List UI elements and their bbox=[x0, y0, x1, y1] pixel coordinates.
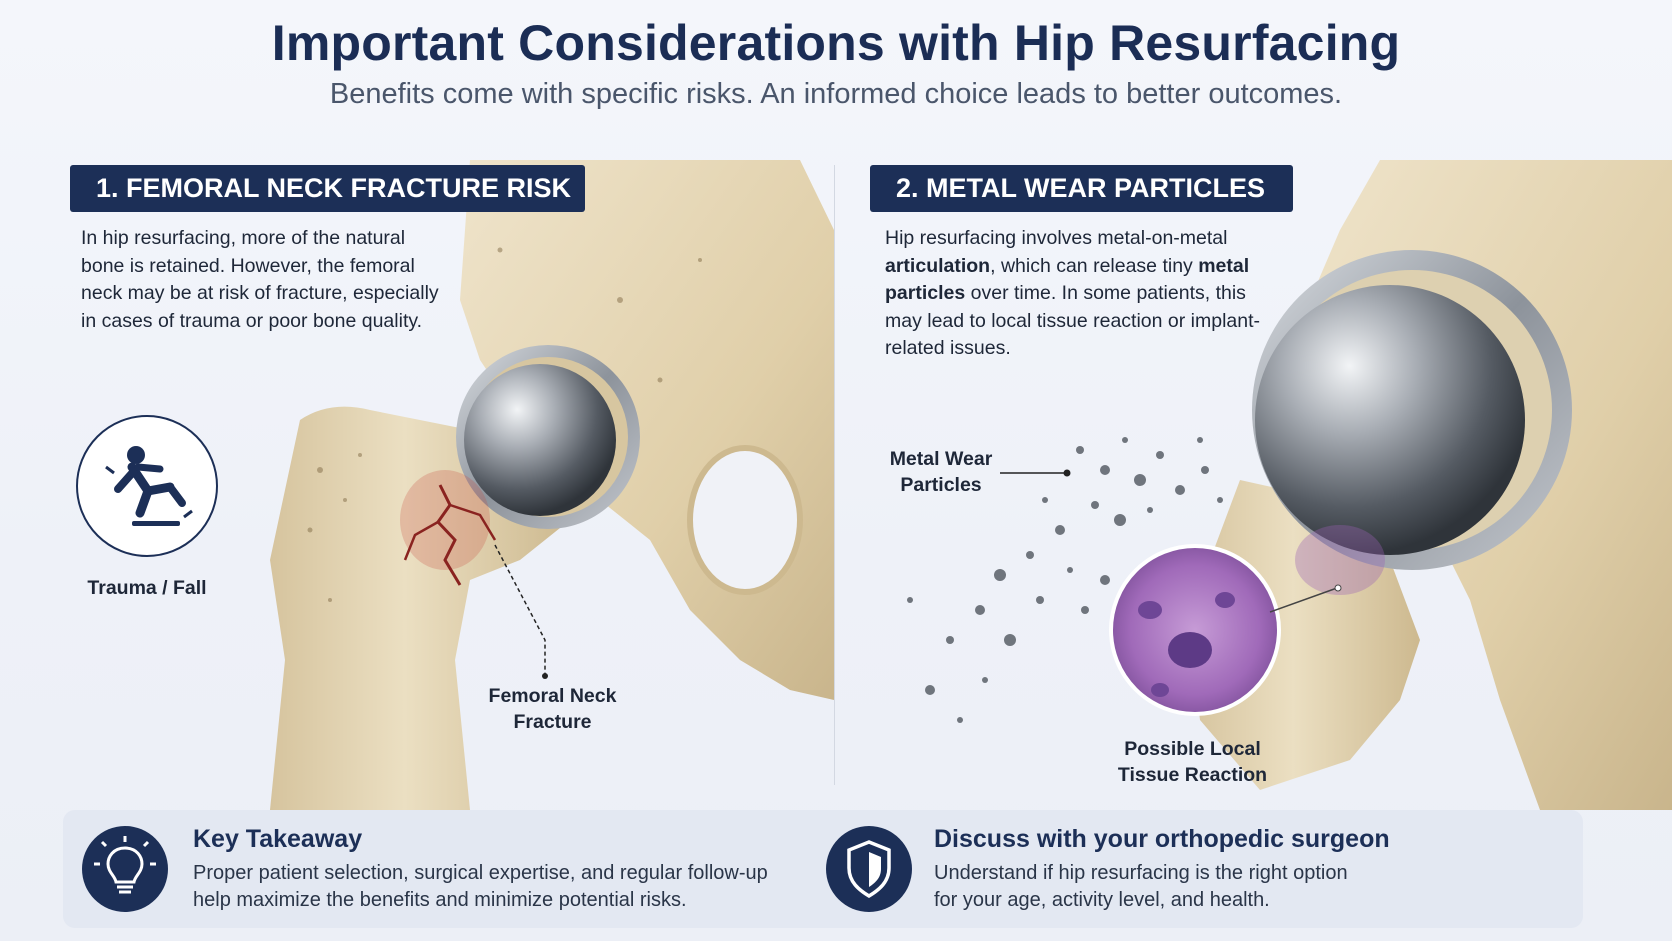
section1-description: In hip resurfacing, more of the natural … bbox=[81, 227, 439, 332]
femoral-neck-fracture-label: Femoral Neck Fracture bbox=[488, 685, 617, 733]
section1-heading: 1. FEMORAL NECK FRACTURE RISK bbox=[70, 165, 585, 212]
section2-heading: 2. METAL WEAR PARTICLES bbox=[870, 165, 1293, 212]
lightbulb-icon bbox=[82, 826, 168, 912]
shield-icon bbox=[826, 826, 912, 912]
tissue-reaction-label: Possible Local Tissue Reaction bbox=[1117, 738, 1268, 786]
surgeon-discussion-title: Discuss with your orthopedic surgeon bbox=[934, 825, 1390, 853]
page-subtitle: Benefits come with specific risks. An in… bbox=[329, 78, 1343, 110]
trauma-fall-label: Trauma / Fall bbox=[87, 577, 207, 599]
falling-person-icon bbox=[76, 415, 218, 557]
key-takeaway-title: Key Takeaway bbox=[193, 825, 363, 853]
key-takeaway-panel bbox=[63, 810, 1583, 928]
key-takeaway-text: Proper patient selection, surgical exper… bbox=[193, 862, 768, 911]
section2-description: Hip resurfacing involves metal-on-metal … bbox=[885, 227, 1261, 359]
page-title: Important Considerations with Hip Resurf… bbox=[271, 15, 1401, 71]
section-divider bbox=[834, 165, 835, 785]
surgeon-discussion-text: Understand if hip resurfacing is the rig… bbox=[934, 862, 1348, 911]
metal-wear-particles-label: Metal Wear Particles bbox=[889, 448, 993, 496]
